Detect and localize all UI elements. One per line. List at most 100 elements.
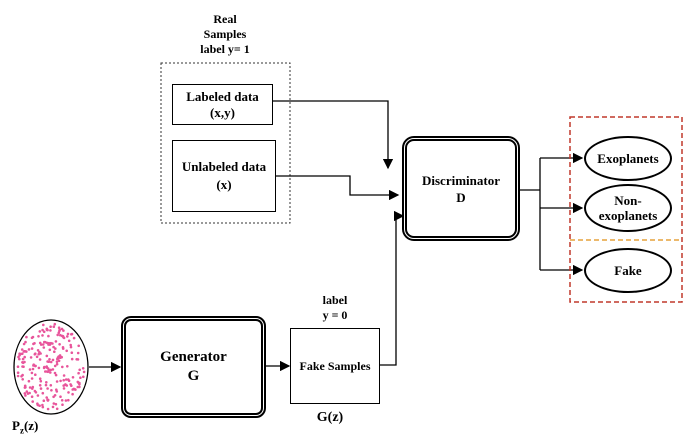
noise-dot [61, 347, 65, 350]
noise-caption-main: P [12, 418, 20, 433]
noise-dot [82, 370, 86, 374]
noise-dot [46, 387, 49, 390]
noise-dot [28, 368, 32, 371]
noise-dot [55, 388, 58, 391]
noise-dot [25, 335, 28, 339]
noise-dot [64, 399, 68, 402]
noise-dot [62, 374, 66, 377]
noise-dot [59, 395, 62, 398]
noise-dot [54, 347, 57, 350]
noise-dot [42, 399, 46, 402]
noise-dot [45, 370, 49, 373]
noise-dot [42, 346, 46, 349]
noise-dot [55, 362, 59, 366]
noise-dot [62, 336, 66, 340]
noise-dot [23, 350, 27, 353]
noise-dot [53, 350, 56, 353]
noise-dot [50, 389, 53, 392]
fake-node: Fake [584, 248, 672, 293]
non-exoplanets-node: Non- exoplanets [584, 184, 672, 232]
noise-dot [16, 365, 20, 368]
output-group [569, 116, 683, 303]
arrow-unlabeled-to-discriminator [276, 175, 400, 201]
noise-dot [54, 402, 58, 406]
noise-dot [75, 358, 78, 361]
noise-dot [70, 332, 74, 336]
noise-dot [21, 365, 24, 368]
noise-dot [16, 374, 20, 378]
noise-dot [45, 381, 48, 384]
noise-dot [21, 378, 24, 381]
noise-dot [20, 375, 23, 378]
noise-dot [30, 371, 34, 375]
noise-dot [78, 382, 81, 386]
noise-dot [45, 365, 48, 368]
noise-dot [44, 340, 47, 344]
noise-dot [70, 351, 74, 354]
noise-dot [28, 386, 32, 389]
noise-dot [29, 356, 33, 359]
noise-dot [33, 389, 37, 393]
noise-dot [51, 342, 54, 345]
noise-dot [45, 354, 49, 358]
noise-dot [55, 380, 59, 383]
noise-dot [41, 334, 44, 337]
noise-dot [49, 384, 53, 387]
noise-dot [36, 403, 40, 407]
noise-dot [23, 384, 27, 388]
noise-dot [20, 348, 24, 351]
noise-dot [32, 342, 35, 346]
arrow-labeled-to-discriminator [273, 100, 394, 170]
noise-caption-tail: (z) [23, 418, 39, 433]
noise-dot [23, 355, 26, 359]
noise-dot [27, 379, 31, 383]
noise-dot [38, 350, 41, 354]
noise-dot [53, 394, 57, 397]
noise-dot [78, 368, 81, 372]
noise-dot [59, 356, 62, 359]
noise-dot [52, 402, 56, 405]
noise-dot [54, 373, 58, 377]
noise-dot [69, 343, 72, 347]
noise-dot [42, 330, 46, 334]
noise-dot [31, 335, 35, 339]
noise-dot [66, 332, 70, 336]
arrow-fake-to-discriminator [380, 210, 405, 366]
noise-dot [32, 364, 35, 367]
noise-dot [34, 373, 37, 376]
labeled-data-box: Labeled data (x,y) [172, 84, 273, 125]
noise-dot [35, 355, 39, 359]
noise-dot [41, 328, 44, 332]
noise-dot [51, 405, 55, 409]
noise-dot [30, 377, 34, 380]
noise-dot [64, 378, 68, 381]
noise-dot [27, 348, 31, 351]
noise-dot [21, 357, 25, 361]
noise-dot [67, 378, 70, 381]
noise-dot [57, 359, 61, 363]
noise-dot [30, 395, 34, 398]
noise-dot [31, 367, 35, 371]
noise-dot [28, 391, 31, 395]
noise-dot [82, 375, 85, 379]
noise-dot [22, 342, 26, 346]
noise-dot [41, 403, 44, 407]
noise-dot [61, 365, 64, 369]
noise-dot [47, 334, 50, 338]
noise-dot [49, 329, 52, 332]
noise-dot [71, 392, 74, 396]
noise-dot [16, 371, 20, 374]
noise-dot [52, 345, 55, 349]
noise-dot [57, 331, 61, 334]
noise-dot [36, 394, 40, 397]
noise-dot [54, 340, 58, 343]
noise-dot [34, 352, 37, 355]
noise-dot [73, 387, 76, 391]
noise-dot [76, 380, 80, 384]
noise-dot [41, 391, 45, 395]
noise-dot [59, 333, 62, 337]
noise-dot [47, 368, 51, 372]
noise-dot [70, 357, 74, 361]
noise-dot [46, 398, 50, 402]
noise-dot [62, 387, 66, 390]
